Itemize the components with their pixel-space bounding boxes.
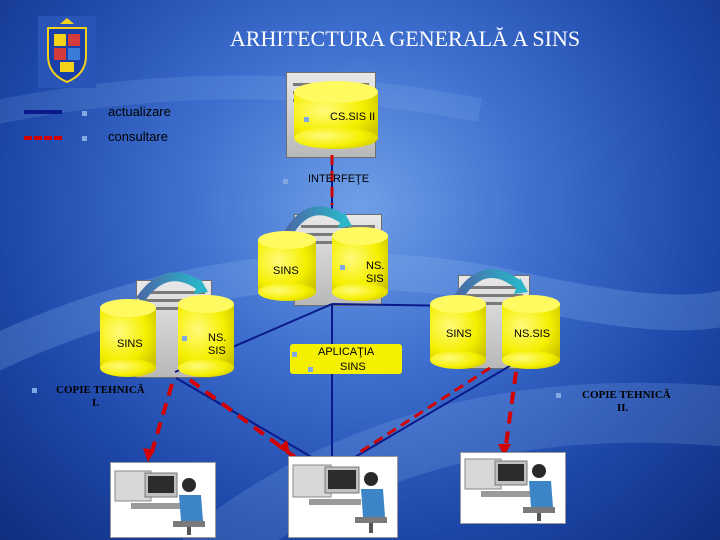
workstation-icon (288, 456, 398, 538)
copy-2-label-2: II. (617, 402, 629, 414)
legend-bullet (82, 111, 87, 116)
label-bullet (292, 352, 297, 357)
server-icon (136, 280, 212, 378)
ns-sis-center-label-2: SIS (366, 273, 384, 285)
legend-update-line (24, 110, 62, 114)
cs-sis-label: CS.SIS II (330, 111, 376, 123)
label-bullet (304, 117, 309, 122)
crest-icon (38, 16, 96, 88)
sins-left-label: SINS (117, 338, 143, 350)
legend-bullet (82, 136, 87, 141)
ns-sis-right-label: NS.SIS (514, 328, 551, 340)
ns-sis-left-label-2: SIS (208, 345, 226, 357)
legend-consult-label: consultare (108, 129, 168, 144)
label-bullet (283, 179, 288, 184)
server-icon (458, 275, 530, 369)
label-bullet (32, 388, 37, 393)
ns-sis-center-label-1: NS. (366, 260, 385, 272)
ns-sis-left-label-1: NS. (208, 332, 227, 344)
copy-1-label-1: COPIE TEHNICĂ (56, 384, 145, 396)
application-label-1: APLICAŢIA (318, 346, 375, 358)
workstation-icon (460, 452, 566, 524)
page-title: ARHITECTURA GENERALĂ A SINS (229, 26, 581, 51)
copy-2-label-1: COPIE TEHNICĂ (582, 389, 671, 401)
copy-1-label-2: I. (92, 397, 100, 409)
sins-right-label: SINS (446, 328, 472, 340)
label-bullet (182, 336, 187, 341)
label-bullet (556, 393, 561, 398)
label-bullet (340, 265, 345, 270)
label-bullet (308, 367, 313, 372)
legend-update-label: actualizare (108, 104, 171, 119)
sins-center-label: SINS (273, 265, 299, 277)
interfaces-label: INTERFEŢE (308, 173, 370, 185)
legend-consult-line (24, 136, 62, 140)
application-label-2: SINS (340, 361, 366, 373)
workstation-icon (110, 462, 216, 538)
